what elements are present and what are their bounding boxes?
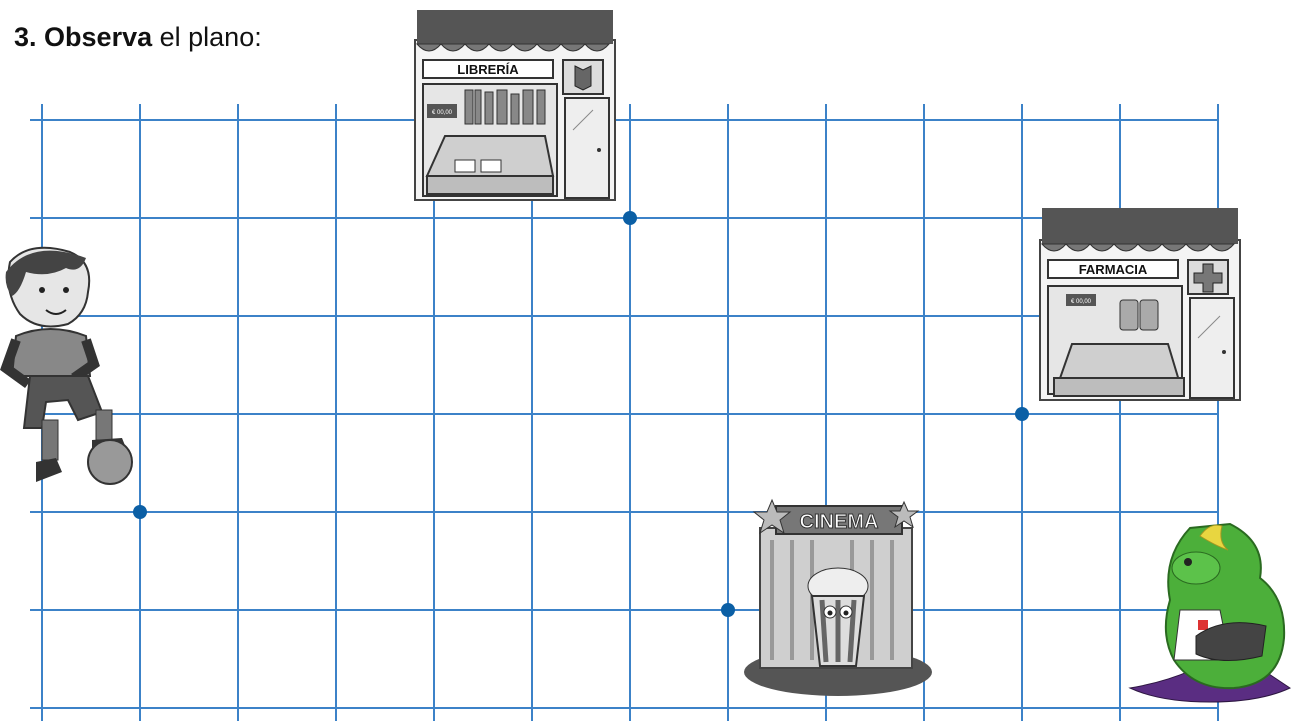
- library-sign: LIBRERÍA: [457, 62, 519, 77]
- cross-icon: [1187, 259, 1229, 295]
- iguana-mascot-icon: [1128, 522, 1292, 703]
- grid-point: [721, 603, 735, 617]
- star-icon: [752, 498, 792, 535]
- map-grid: [30, 104, 1219, 721]
- library-price-tag: € 00,00: [432, 110, 453, 116]
- library-building: LIBRERÍA € 00,00: [414, 10, 616, 201]
- grid-points: [133, 211, 1029, 617]
- pharmacy-awning: [1040, 208, 1238, 252]
- cinema-sign: CINEMA: [800, 511, 879, 533]
- question-number: 3.: [14, 22, 37, 52]
- grid-point: [1015, 407, 1029, 421]
- library-awning: [415, 10, 613, 52]
- popcorn-mascot-icon: [807, 567, 869, 667]
- cinema-building: CINEMA: [744, 498, 932, 696]
- grid-point: [133, 505, 147, 519]
- pharmacy-sign: FARMACIA: [1079, 262, 1148, 277]
- question-text: el plano:: [152, 22, 262, 52]
- book-icon: [562, 59, 604, 95]
- grid-point: [623, 211, 637, 225]
- question-heading: 3. Observa el plano:: [14, 22, 262, 53]
- boy-with-ball-icon: [0, 246, 133, 485]
- star-icon: [888, 500, 920, 529]
- pharmacy-building: FARMACIA € 00,00: [1039, 208, 1241, 401]
- pharmacy-price-tag: € 00,00: [1071, 299, 1092, 305]
- question-verb: Observa: [44, 22, 153, 52]
